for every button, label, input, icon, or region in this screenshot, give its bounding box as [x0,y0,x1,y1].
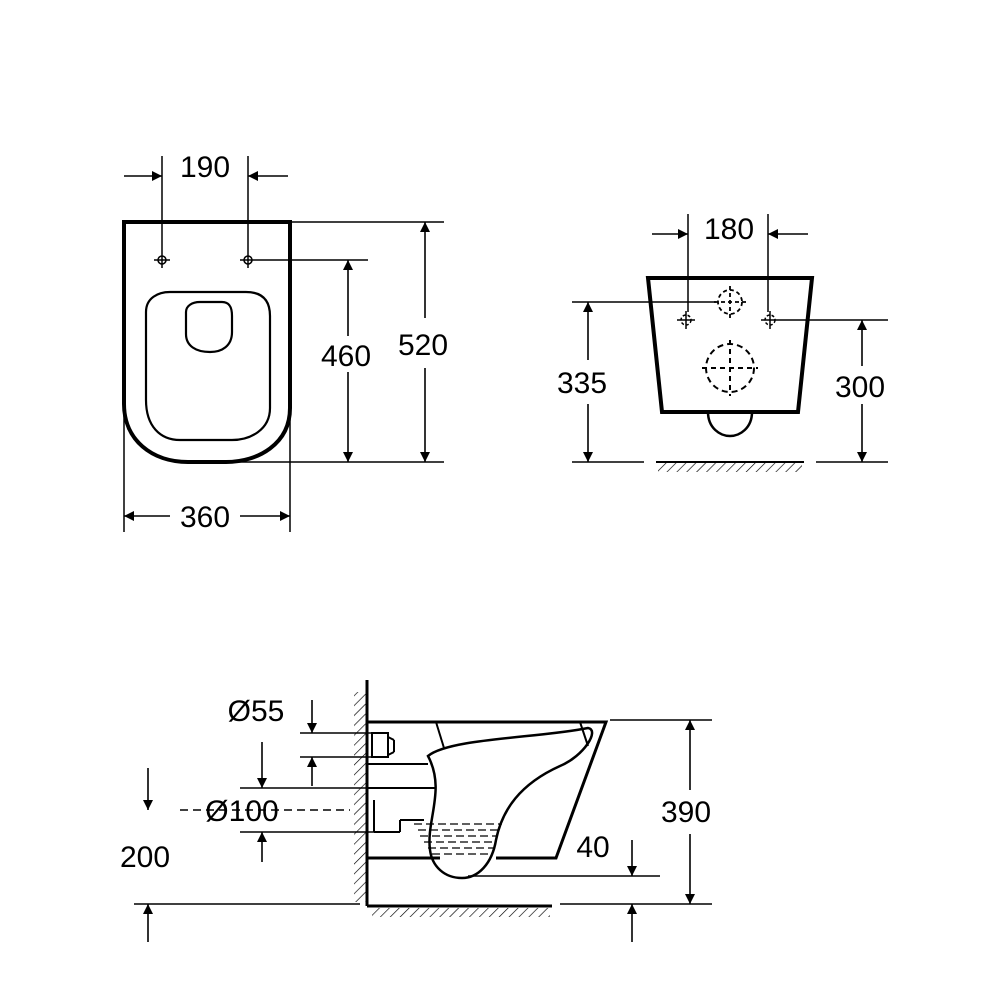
side-view-rim-line [435,721,445,749]
rear-view-dimension-lines [583,229,867,462]
rear-view-outlet-hole [702,340,758,396]
rear-view [572,214,888,472]
rear-view-outline [645,276,815,414]
side-view-inlet-pipe [367,732,428,765]
side-rim-offset-label: 40 [576,831,609,864]
top-view-extension-lines [123,156,444,532]
top-view-inner-rim [144,290,272,442]
top-view-dimension-lines [124,171,430,521]
side-view-water [414,823,502,855]
rear-view-extension-lines [572,214,888,463]
rear-view-mounting-hole-right [761,311,779,329]
rear-height-right-label: 300 [835,371,885,404]
side-view-outlet-pipe [367,787,436,833]
rear-hole-spacing-label: 180 [704,213,754,246]
rear-view-floor [656,461,804,472]
top-inner-length-label: 460 [321,340,371,373]
side-total-height-label: 390 [661,796,711,829]
top-view-mounting-hole-right [240,252,256,268]
top-view-bowl-outline [122,220,292,464]
side-view-bowl-outer [367,720,609,860]
top-view-drain [184,300,234,354]
side-view-floor [367,904,552,917]
side-view-rim-line-right [579,721,589,747]
top-view-mounting-hole-left [154,252,170,268]
side-view-wall [354,680,369,906]
rear-view-inlet-hole [714,286,746,318]
side-outlet-height-label: 200 [120,841,170,874]
rear-view-mounting-hole-left [677,311,695,329]
top-width-label: 360 [180,501,230,534]
side-view-dimension-lines [143,700,695,942]
top-view [122,156,444,532]
top-hole-spacing-label: 190 [180,151,230,184]
rear-height-left-label: 335 [557,367,607,400]
rear-view-bottom-bowl [706,411,754,438]
side-view-bowl-inner [426,726,594,880]
side-inlet-diameter-label: Ø55 [228,695,285,728]
side-view [134,680,712,942]
top-total-length-label: 520 [398,329,448,362]
side-outlet-diameter-label: Ø100 [205,795,278,828]
